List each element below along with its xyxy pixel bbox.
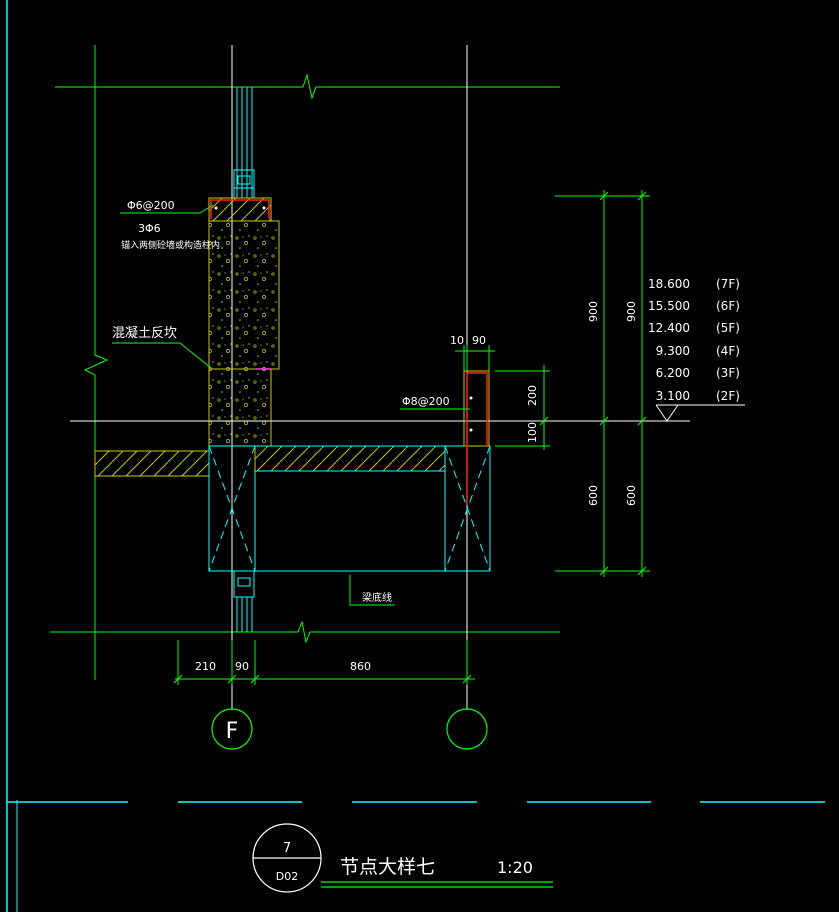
- dim-text-900-right: 900: [625, 301, 638, 322]
- level-elev: 15.500: [648, 299, 690, 313]
- level-elev: 9.300: [656, 344, 690, 358]
- title-bubble: [252, 823, 322, 893]
- level-floor: (4F): [716, 344, 740, 358]
- dim-text-10: 10: [450, 334, 464, 347]
- concrete-curb-label: 混凝土反坎: [112, 325, 177, 341]
- curb-cap-rebar-dot: [262, 206, 266, 210]
- level-elev: 12.400: [648, 321, 690, 335]
- dim-top-small: [455, 345, 495, 371]
- level-elev: 6.200: [656, 366, 690, 380]
- window-mullion-bottom: [233, 570, 255, 632]
- dim-text-90: 90: [472, 334, 486, 347]
- level-elev: 18.600: [648, 277, 690, 291]
- dim-text-860: 860: [350, 660, 371, 673]
- right-upstand-rebar: [466, 372, 488, 505]
- detail-number: 7: [283, 841, 291, 856]
- curb-cap: [208, 197, 272, 222]
- bottom-break-line: [50, 620, 560, 644]
- floor-slab-main: [254, 445, 446, 472]
- curb-cap-rebar: [210, 199, 270, 219]
- column-section-cross: [208, 445, 491, 572]
- dim-text-100: 100: [526, 422, 539, 443]
- detail-scale: 1:20: [497, 858, 533, 877]
- level-floor: (6F): [716, 299, 740, 313]
- dim-text-90-bottom: 90: [235, 660, 249, 673]
- level-floor: (3F): [716, 366, 740, 380]
- dim-text-900-left: 900: [587, 301, 600, 322]
- level-floor: (2F): [716, 389, 740, 403]
- detail-title: 节点大样七: [340, 856, 435, 878]
- rebar-note-label: 锚入两侧砼墙或构造柱内: [121, 239, 220, 251]
- level-list: 18.600 (7F) 15.500 (6F) 12.400 (5F) 9.30…: [648, 277, 740, 403]
- level-symbol: [655, 404, 745, 422]
- beam-bottom-label: 梁底线: [362, 591, 392, 604]
- right-upstand-dot: [469, 396, 473, 400]
- dim-bottom: [173, 640, 475, 685]
- rebar-right-label: Φ8@200: [402, 395, 450, 408]
- level-elev: 3.100: [656, 389, 690, 403]
- axis-bubble-f: [211, 708, 253, 750]
- floor-slab-left: [94, 450, 210, 477]
- dim-text-600-right: 600: [625, 485, 638, 506]
- right-upstand-dot: [469, 428, 473, 432]
- axis-label-f: F: [226, 719, 239, 744]
- left-break-line: [83, 45, 109, 680]
- axis-bubble-right: [446, 708, 488, 750]
- beam-outline: [208, 445, 491, 572]
- dim-right-large: [555, 190, 650, 577]
- window-mullion-top: [233, 87, 255, 199]
- dim-right-small: [495, 365, 550, 450]
- top-break-line: [55, 73, 560, 100]
- level-floor: (7F): [716, 277, 740, 291]
- rebar-top-label: Φ6@200: [127, 199, 175, 212]
- dim-text-210: 210: [195, 660, 216, 673]
- concrete-curb-upper: [208, 220, 280, 370]
- concrete-curb-lower: [208, 368, 272, 447]
- title-underline: [321, 881, 553, 888]
- dim-text-600-left: 600: [587, 485, 600, 506]
- rebar-main-label: 3Φ6: [138, 222, 161, 235]
- level-floor: (5F): [716, 321, 740, 335]
- detail-sheet: D02: [276, 870, 298, 883]
- leader-lines: [112, 204, 470, 606]
- dim-text-200: 200: [526, 385, 539, 406]
- curb-cap-rebar-dot: [214, 206, 218, 210]
